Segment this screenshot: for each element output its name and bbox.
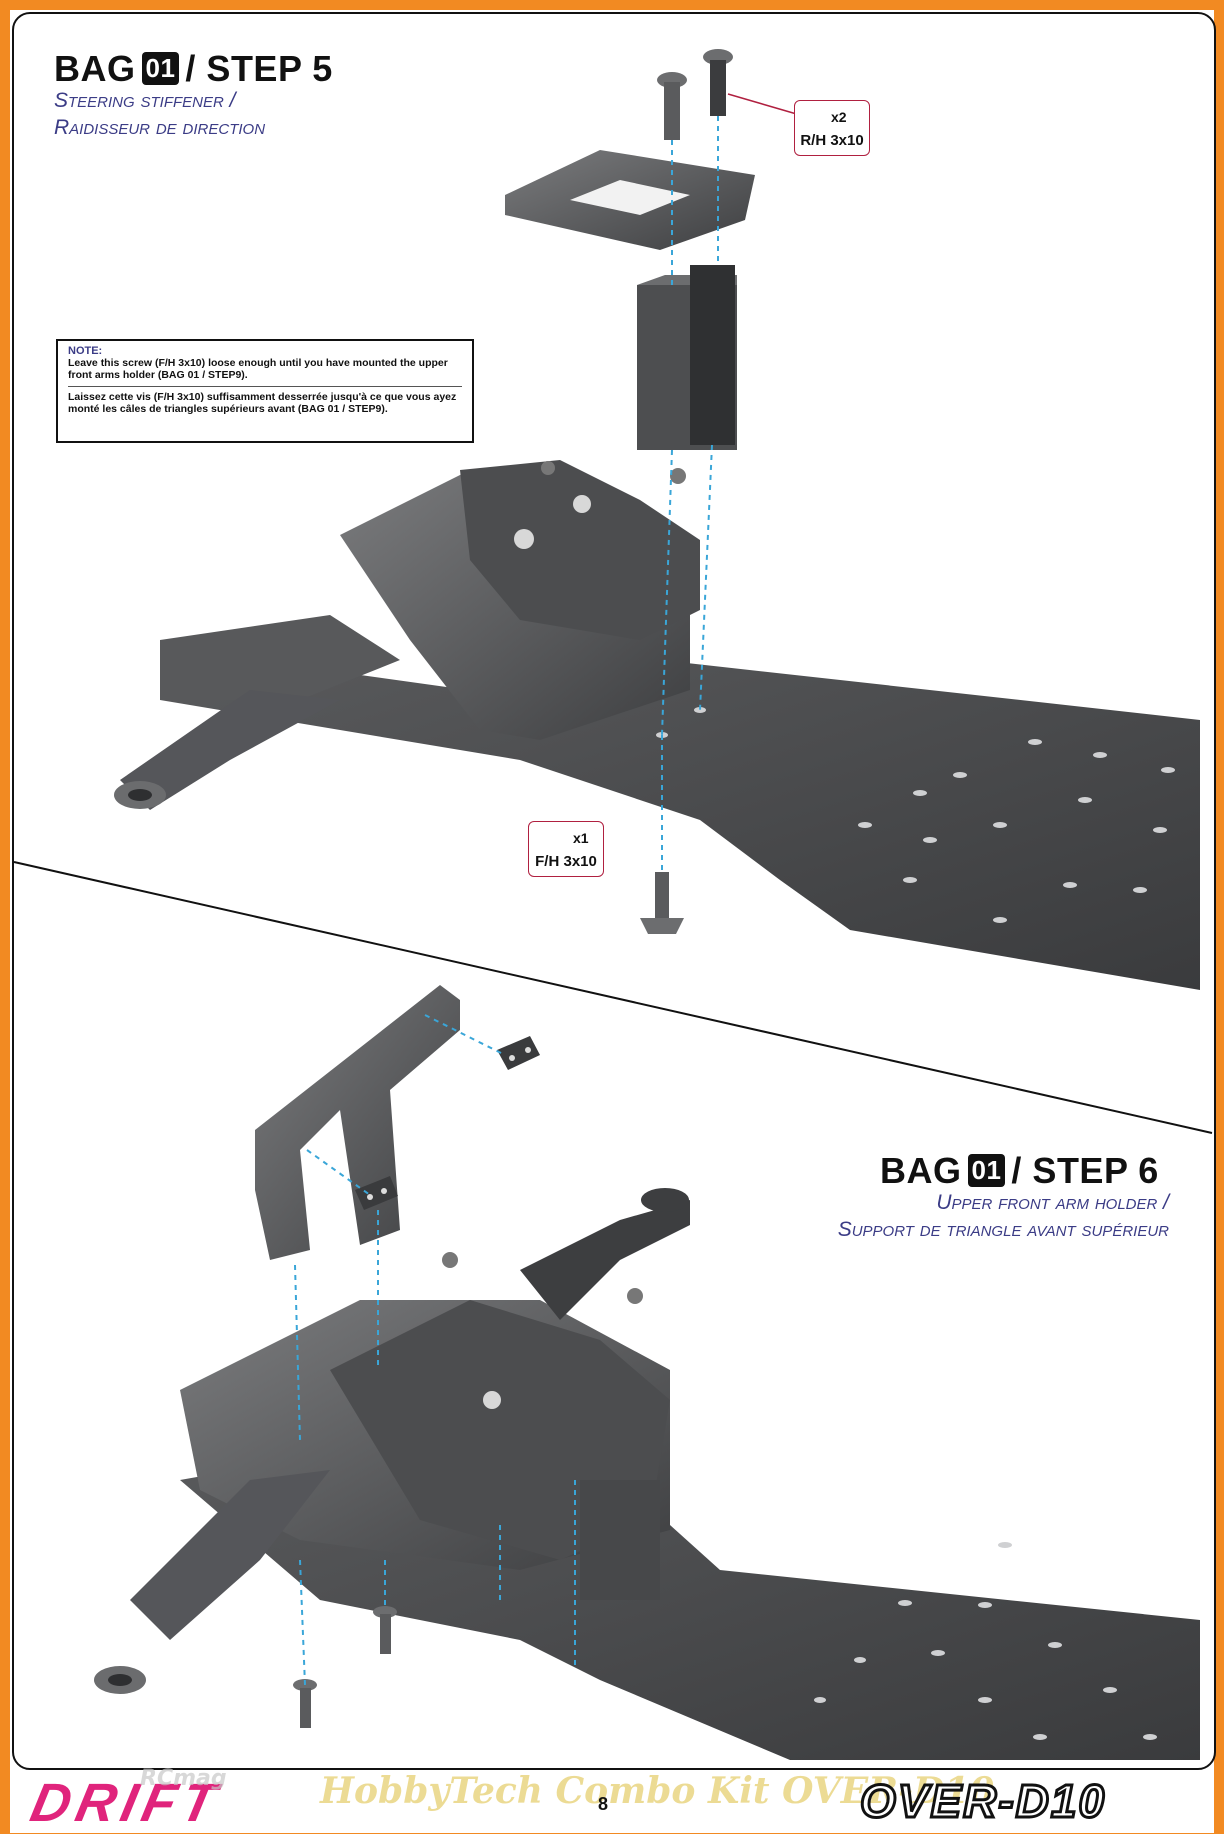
front-arm-lower-step5 — [120, 690, 340, 810]
front-arm-step6 — [130, 1470, 330, 1640]
rh-screw-left — [657, 72, 687, 140]
rh-screw-right — [703, 49, 733, 116]
note-box: NOTE: Leave this screw (F/H 3x10) loose … — [56, 339, 474, 443]
callout-leader — [727, 93, 801, 116]
step5-bag-number: 01 — [141, 52, 180, 85]
note-title: NOTE: — [68, 345, 103, 357]
step6-subtitle-en: Upper front arm holder / — [936, 1191, 1169, 1214]
front-arm-step5 — [160, 615, 400, 700]
over-d10-logo: OVER-D10 — [858, 1774, 1107, 1829]
step-divider — [13, 861, 1213, 1134]
steering-arm-step6 — [520, 1200, 690, 1320]
fh-screw-bottom — [640, 872, 684, 934]
screw-callout-bottom: x1 — [528, 821, 604, 877]
step6-bag-prefix: BAG — [880, 1150, 962, 1191]
screw-callout-bottom-label: F/H 3x10 — [530, 853, 602, 875]
note-text-en: Leave this screw (F/H 3x10) loose enough… — [68, 357, 448, 381]
guide-lines-step6 — [294, 1014, 576, 1686]
plate-holes-step5 — [656, 707, 1175, 923]
screw-step6-b — [293, 1679, 317, 1728]
plate-holes-step6 — [814, 1542, 1157, 1740]
callout-bottom-qty: x1 — [573, 830, 589, 846]
watermark-small: RCmag — [140, 1766, 227, 1791]
callout-top-screw: R/H 3x10 — [800, 132, 864, 149]
note-text-fr: Laissez cette vis (F/H 3x10) suffisammen… — [68, 391, 457, 415]
step6-subtitle-fr: Support de triangle avant supérieur — [837, 1218, 1169, 1241]
steering-block-step5 — [460, 460, 700, 640]
callout-bottom-screw: F/H 3x10 — [535, 853, 597, 870]
callout-top-qty: x2 — [831, 109, 847, 125]
chassis-plate-step5 — [160, 650, 1200, 990]
upper-arm-holder — [255, 985, 460, 1260]
guide-lines-step5 — [661, 116, 719, 872]
page-number: 8 — [598, 1794, 609, 1814]
holder-spacer-lower — [355, 1176, 398, 1210]
screw-callout-top-label: R/H 3x10 — [796, 132, 868, 154]
note-separator — [68, 386, 462, 387]
step5-bag-prefix: BAG — [54, 48, 136, 89]
step5-step-label: / STEP 5 — [185, 48, 333, 89]
post-step6 — [580, 1480, 660, 1600]
step5-subtitle-fr: Raidisseur de direction — [54, 116, 266, 139]
screw-step6-a — [373, 1606, 397, 1654]
screw-callout-top: x2 — [794, 100, 870, 156]
step5-subtitle-en: Steering stiffener / — [54, 89, 236, 112]
step6-step-label: / STEP 6 — [1011, 1150, 1159, 1191]
holder-spacer — [497, 1036, 540, 1070]
watermark: HobbyTech Combo Kit OVER-D10 — [320, 1770, 995, 1812]
step6-bag-number: 01 — [967, 1154, 1006, 1187]
